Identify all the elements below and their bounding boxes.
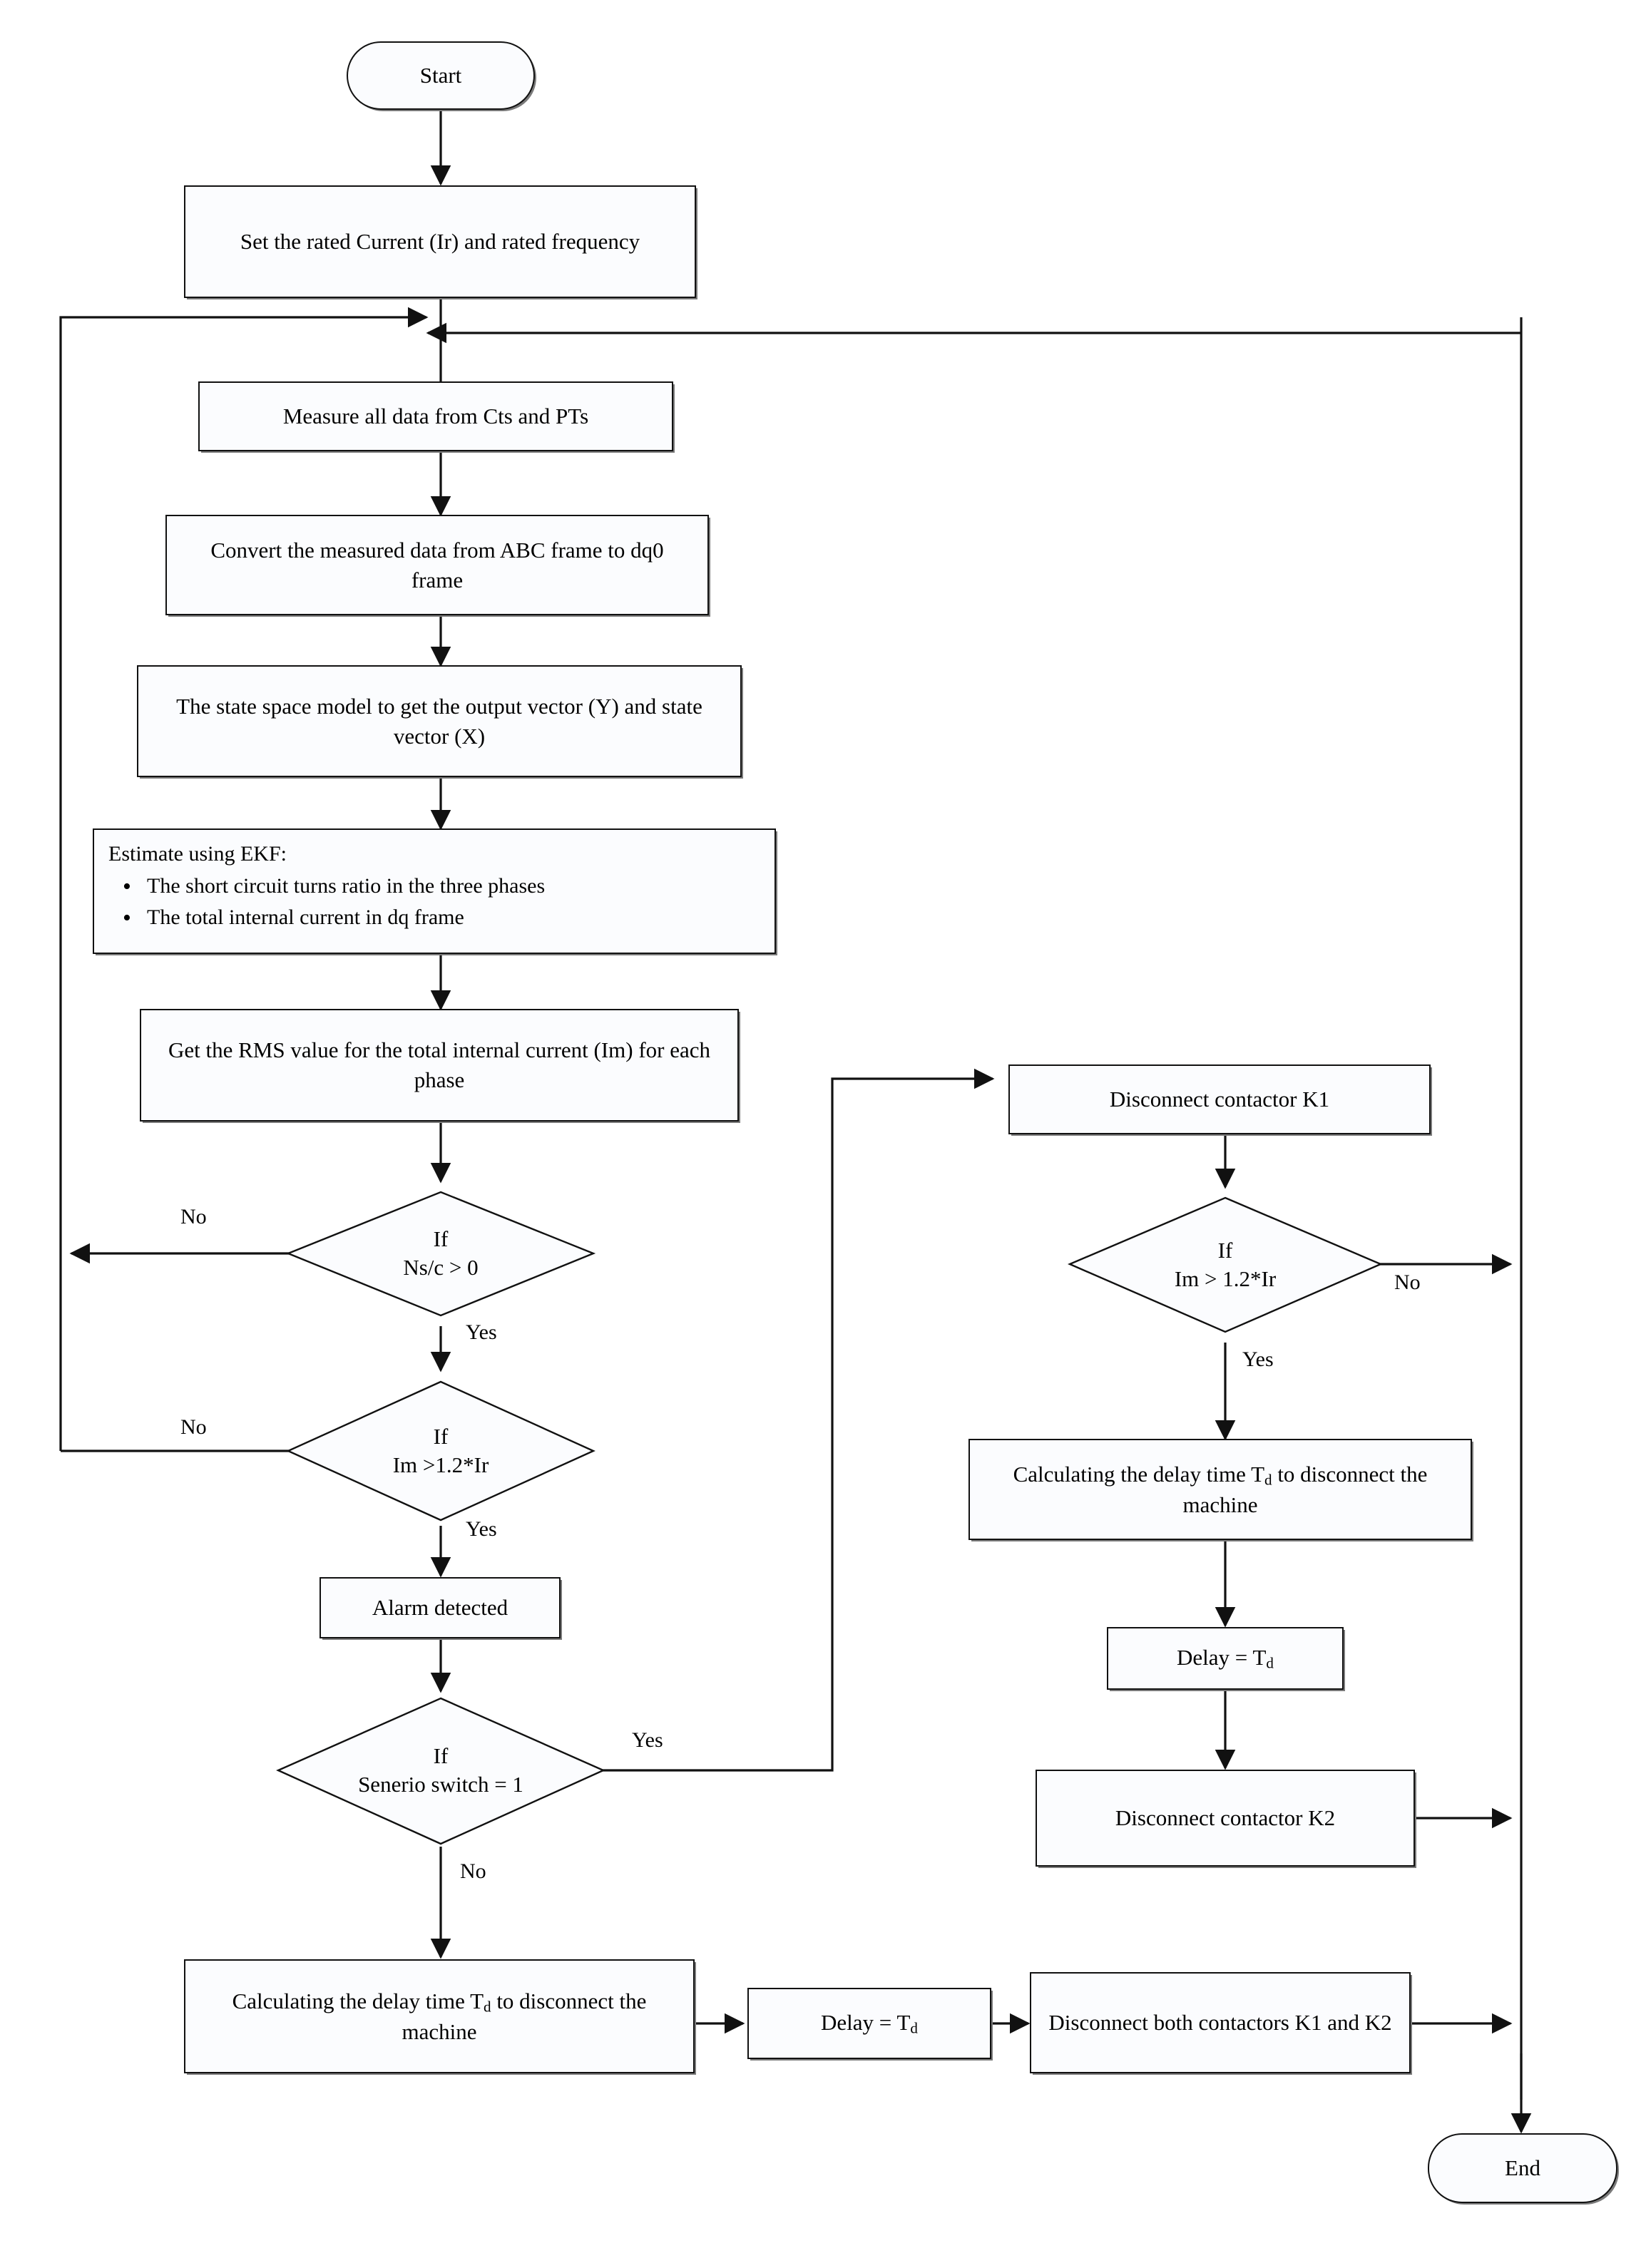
process-get-rms[interactable]: Get the RMS value for the total internal… (140, 1009, 739, 1122)
edge-label-yes-im-left: Yes (466, 1517, 497, 1541)
process-measure[interactable]: Measure all data from Cts and PTs (198, 381, 673, 451)
edge-label-no-im-right: No (1394, 1271, 1421, 1294)
disconnect-k2-label: Disconnect contactor K2 (1115, 1805, 1336, 1831)
process-convert-frame[interactable]: Convert the measured data from ABC frame… (165, 515, 709, 615)
process-calc-delay-right[interactable]: Calculating the delay time Td to disconn… (968, 1439, 1472, 1540)
ekf-bullet-item: The short circuit turns ratio in the thr… (123, 871, 762, 903)
rms-label: Get the RMS value for the total internal… (168, 1037, 711, 1092)
set-rated-label: Set the rated Current (Ir) and rated fre… (240, 229, 640, 255)
edge-label-no-im-left: No (180, 1415, 207, 1439)
process-set-rated[interactable]: Set the rated Current (Ir) and rated fre… (184, 185, 696, 298)
process-delay-right[interactable]: Delay = Td (1107, 1627, 1344, 1690)
edge-label-yes-im-right: Yes (1242, 1348, 1274, 1371)
process-estimate-ekf[interactable]: Estimate using EKF: The short circuit tu… (93, 828, 776, 954)
edge-label-no-scenario: No (460, 1859, 486, 1883)
delay-left-label: Delay = Td (821, 2010, 918, 2038)
terminator-end[interactable]: End (1428, 2133, 1617, 2203)
disconnect-k1-label: Disconnect contactor K1 (1109, 1087, 1330, 1112)
edge-label-yes-nsc: Yes (466, 1320, 497, 1344)
edge-label-yes-scenario: Yes (632, 1728, 663, 1752)
process-disconnect-both[interactable]: Disconnect both contactors K1 and K2 (1030, 1972, 1411, 2073)
terminator-start[interactable]: Start (347, 41, 535, 110)
ekf-header: Estimate using EKF: (108, 842, 287, 866)
process-alarm-detected[interactable]: Alarm detected (320, 1577, 561, 1638)
disconnect-both-label: Disconnect both contactors K1 and K2 (1048, 2010, 1392, 2036)
process-disconnect-k2[interactable]: Disconnect contactor K2 (1036, 1770, 1415, 1867)
measure-label: Measure all data from Cts and PTs (282, 404, 589, 429)
ekf-bullet-list: The short circuit turns ratio in the thr… (107, 871, 762, 935)
convert-label: Convert the measured data from ABC frame… (210, 537, 664, 592)
state-space-label: The state space model to get the output … (176, 693, 702, 749)
start-label: Start (419, 63, 462, 88)
edge-label-no-nsc: No (180, 1205, 207, 1228)
end-label: End (1505, 2155, 1540, 2181)
calc-delay-right-label: Calculating the delay time Td to disconn… (1013, 1461, 1428, 1517)
calc-delay-left-label: Calculating the delay time Td to disconn… (232, 1988, 647, 2044)
delay-right-label: Delay = Td (1177, 1645, 1274, 1673)
process-delay-left[interactable]: Delay = Td (747, 1988, 991, 2059)
process-calc-delay-left[interactable]: Calculating the delay time Td to disconn… (184, 1959, 695, 2073)
process-disconnect-k1[interactable]: Disconnect contactor K1 (1008, 1064, 1431, 1134)
process-state-space-model[interactable]: The state space model to get the output … (137, 665, 742, 777)
alarm-label: Alarm detected (372, 1595, 508, 1621)
ekf-bullet-item: The total internal current in dq frame (123, 902, 762, 934)
